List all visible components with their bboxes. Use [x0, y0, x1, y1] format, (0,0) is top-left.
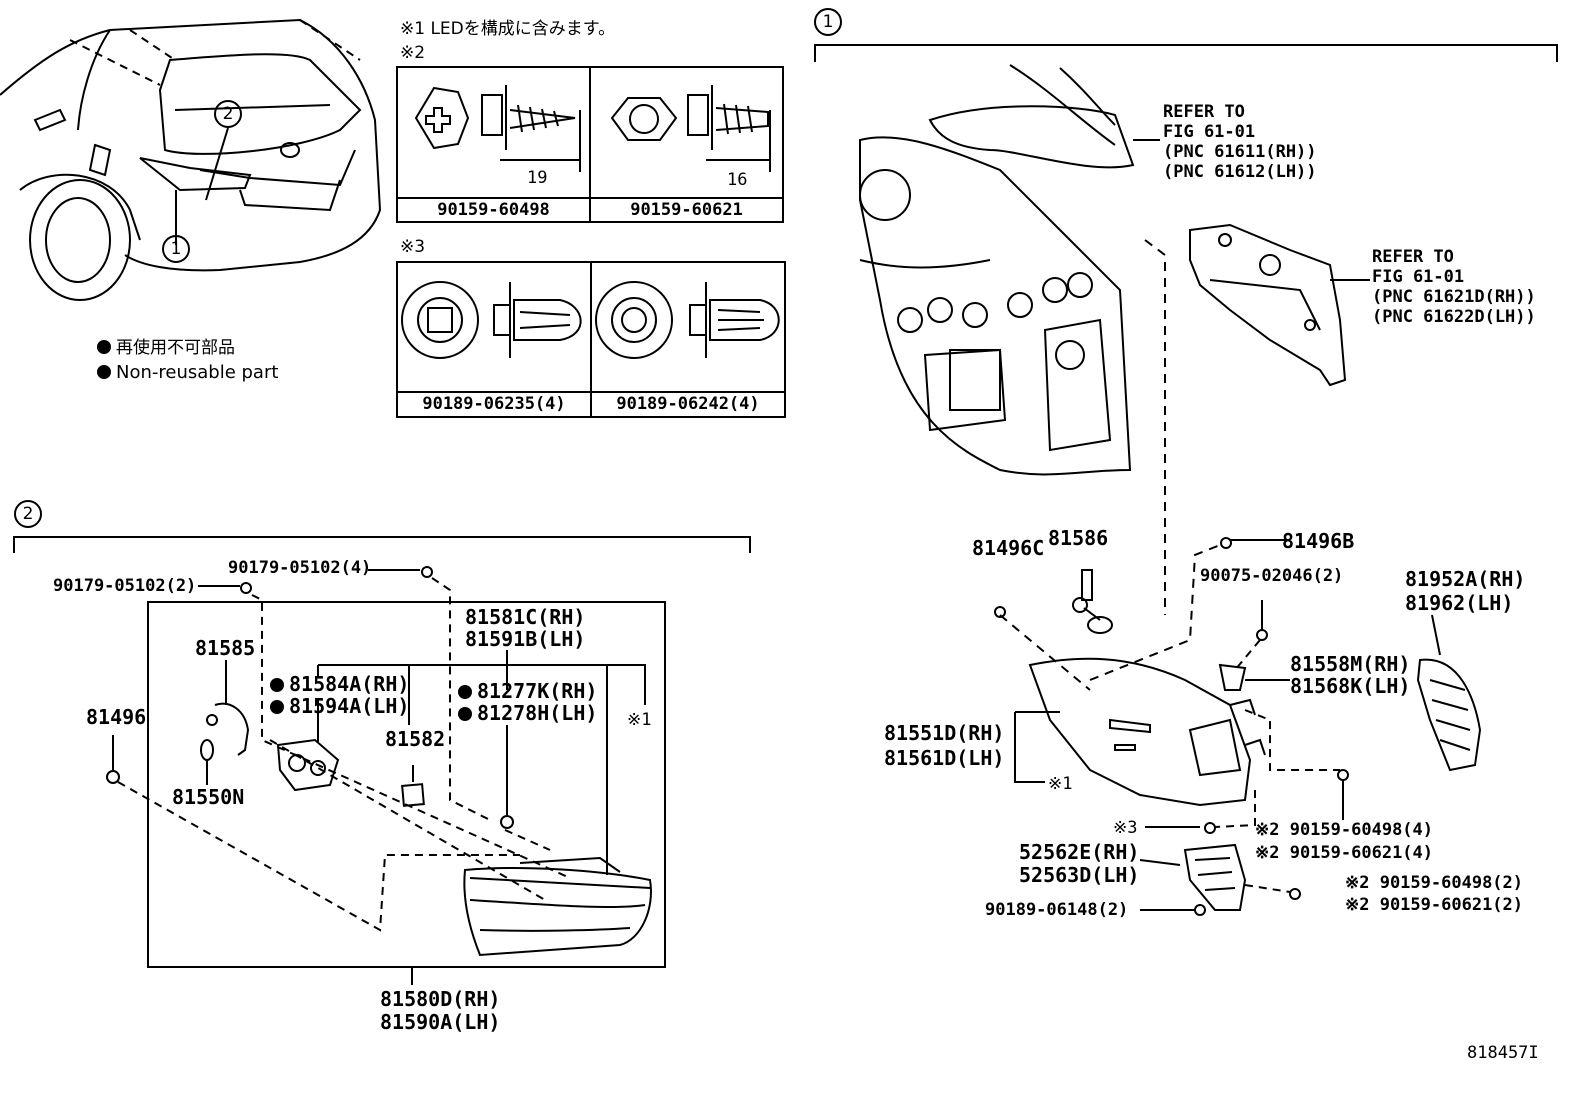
part-90075-02046[interactable]: 90075-02046(2) — [1200, 566, 1344, 586]
fastener-90159-60621-2[interactable]: ※2 90159-60621(2) — [1345, 895, 1524, 915]
quarter-panel-drawing — [859, 64, 1135, 476]
non-reusable-dot-icon — [97, 365, 111, 379]
part-81962[interactable]: 81962(LH) — [1405, 591, 1514, 615]
refer2-line: REFER TO — [1372, 247, 1454, 267]
callout-1-vehicle: 1 — [162, 235, 190, 263]
part-81584A[interactable]: 81584A(RH) — [270, 673, 409, 695]
part-81496B[interactable]: 81496B — [1282, 529, 1355, 553]
led-included-note: ※1 LEDを構成に含みます。 — [400, 19, 616, 39]
legend-jp-text: 再使用不可部品 — [116, 338, 235, 358]
screw-90159-60498-drawing — [414, 85, 581, 172]
screw1-dimension: 19 — [527, 168, 548, 188]
screw1-part-number[interactable]: 90159-60498 — [437, 200, 550, 220]
part-81952A[interactable]: 81952A(RH) — [1405, 567, 1526, 591]
non-reusable-dot-icon — [270, 678, 284, 692]
inner-panel-drawing — [1189, 223, 1347, 387]
part-81496[interactable]: 81496 — [86, 705, 147, 729]
refer1-line: (PNC 61611(RH)) — [1163, 142, 1317, 162]
refer1-line: (PNC 61612(LH)) — [1163, 162, 1317, 182]
clip2-part-number[interactable]: 90189-06242(4) — [616, 394, 760, 414]
back-door-lamp-drawing — [463, 856, 652, 957]
part-81278H-text: 81278H(LH) — [477, 701, 598, 725]
figure-id: 818457I — [1467, 1043, 1539, 1063]
part-90179-05102-4[interactable]: 90179-05102(4) — [228, 558, 372, 578]
part-81278H[interactable]: 81278H(LH) — [458, 702, 597, 724]
part-81590A[interactable]: 81590A(LH) — [380, 1010, 501, 1034]
clip-mark-3: ※3 — [1113, 818, 1138, 838]
non-reusable-dot-icon — [458, 685, 472, 699]
refer2-line: (PNC 61622D(LH)) — [1372, 307, 1536, 327]
section-1-marker: 1 — [814, 8, 842, 36]
refer-note-1[interactable]: REFER TO FIG 61-01 (PNC 61611(RH)) (PNC … — [1163, 102, 1317, 182]
non-reusable-dot-icon — [270, 700, 284, 714]
lamp-led-mark-2: ※1 — [627, 710, 652, 730]
refer-note-2[interactable]: REFER TO FIG 61-01 (PNC 61621D(RH)) (PNC… — [1372, 247, 1536, 327]
socket-81585-drawing — [200, 702, 250, 761]
gasket-81584-drawing — [276, 738, 340, 792]
part-81585[interactable]: 81585 — [195, 636, 256, 660]
non-reusable-dot-icon — [97, 340, 111, 354]
legend-en-text: Non-reusable part — [116, 362, 279, 383]
legend-en: Non-reusable part — [97, 362, 278, 384]
note-mark-2: ※2 — [400, 43, 426, 63]
part-81277K[interactable]: 81277K(RH) — [458, 680, 597, 702]
section-2-marker: 2 — [14, 500, 42, 528]
part-81496C[interactable]: 81496C — [972, 536, 1045, 560]
part-81581C[interactable]: 81581C(RH) — [465, 605, 586, 629]
screw2-part-number[interactable]: 90159-60621 — [630, 200, 743, 220]
clip-90189-06242-drawing — [595, 281, 780, 359]
fastener-90159-60498-4[interactable]: ※2 90159-60498(4) — [1255, 820, 1434, 840]
clip1-part-number[interactable]: 90189-06235(4) — [422, 394, 566, 414]
fastener-90159-60498-2[interactable]: ※2 90159-60498(2) — [1345, 873, 1524, 893]
part-52563D[interactable]: 52563D(LH) — [1019, 863, 1140, 887]
part-90189-06148[interactable]: 90189-06148(2) — [985, 900, 1129, 920]
part-81580D[interactable]: 81580D(RH) — [380, 987, 501, 1011]
lamp-led-mark: ※1 — [1048, 774, 1073, 794]
part-81568K[interactable]: 81568K(LH) — [1290, 674, 1411, 698]
part-81277K-text: 81277K(RH) — [477, 679, 598, 703]
screw2-dimension: 16 — [727, 170, 748, 190]
part-81551D[interactable]: 81551D(RH) — [884, 721, 1005, 745]
part-81586[interactable]: 81586 — [1048, 526, 1109, 550]
rear-combination-lamp-drawing — [1028, 657, 1266, 807]
bulb-socket-81586-drawing — [1072, 569, 1113, 634]
clip-90189-06235-drawing — [401, 281, 582, 359]
part-81561D[interactable]: 81561D(LH) — [884, 746, 1005, 770]
refer1-line: FIG 61-01 — [1163, 122, 1256, 142]
part-81582[interactable]: 81582 — [385, 727, 446, 751]
vehicle-rear-illustration — [0, 18, 382, 301]
note-mark-3: ※3 — [400, 237, 426, 257]
refer2-line: (PNC 61621D(RH)) — [1372, 287, 1536, 307]
part-81550N[interactable]: 81550N — [172, 785, 245, 809]
refer1-line: REFER TO — [1163, 102, 1245, 122]
refer2-line: FIG 61-01 — [1372, 267, 1465, 287]
fastener-90159-60621-4[interactable]: ※2 90159-60621(4) — [1255, 843, 1434, 863]
non-reusable-dot-icon — [458, 707, 472, 721]
part-81594A[interactable]: 81594A(LH) — [270, 695, 409, 717]
part-81584A-text: 81584A(RH) — [289, 672, 410, 696]
part-81591B[interactable]: 81591B(LH) — [465, 627, 586, 651]
screw-90159-60621-drawing — [610, 85, 771, 172]
part-81558M[interactable]: 81558M(RH) — [1290, 652, 1411, 676]
bracket-52562-drawing — [1183, 843, 1247, 911]
callout-2-vehicle: 2 — [214, 100, 242, 128]
part-52562E[interactable]: 52562E(RH) — [1019, 840, 1140, 864]
part-90179-05102-2[interactable]: 90179-05102(2) — [53, 576, 197, 596]
legend-jp: 再使用不可部品 — [97, 337, 235, 359]
part-81594A-text: 81594A(LH) — [289, 694, 410, 718]
reflector-drawing — [1416, 658, 1482, 772]
